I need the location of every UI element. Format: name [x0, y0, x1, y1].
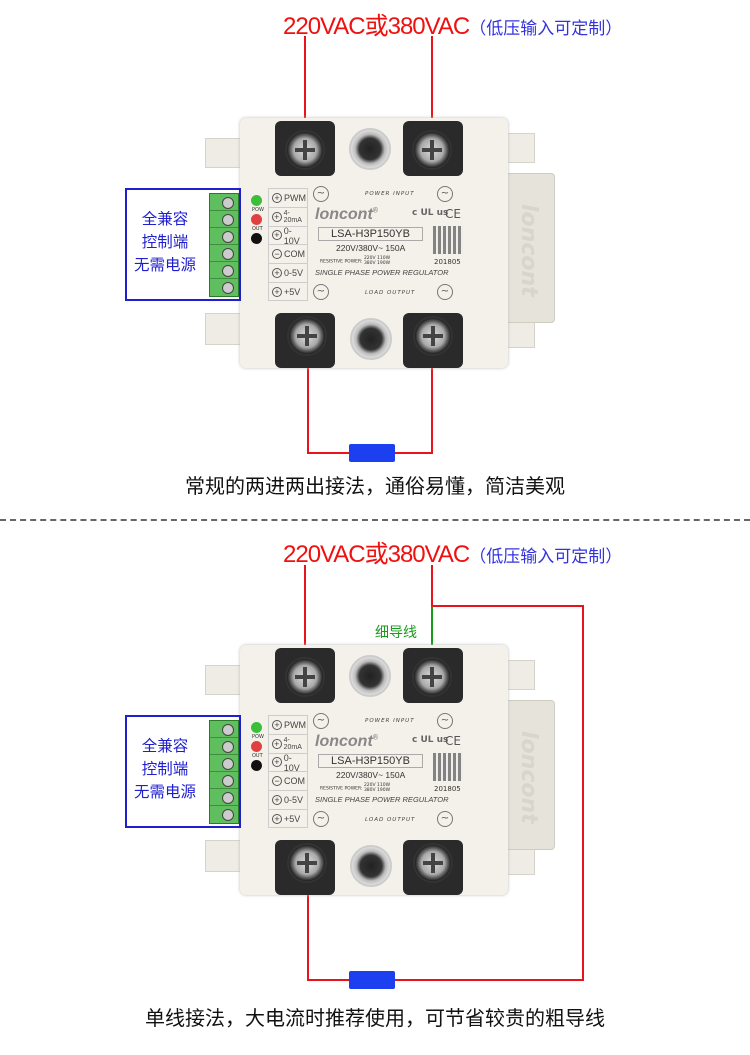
pin-4-20ma: +4-20mA [269, 735, 307, 754]
rating: 220V/380V~ 150A [336, 243, 406, 253]
model-number: LSA-H3P150YB [318, 227, 423, 241]
supply-voltage-title: 220VAC或380VAC（低压输入可定制） [283, 13, 623, 40]
potentiometer [251, 760, 262, 771]
ac-symbol-icon: ~ [437, 186, 453, 202]
input-terminal-screw-l2 [412, 657, 452, 697]
model-number: LSA-H3P150YB [318, 754, 423, 768]
heatsink-side: loncont [505, 700, 555, 850]
load [349, 444, 395, 462]
ce-mark: CE [445, 207, 461, 221]
pin-4-20ma: +4-20mA [269, 208, 307, 227]
line-wire-l2 [431, 565, 433, 605]
pin-com: −COM [269, 245, 307, 265]
potentiometer [251, 233, 262, 244]
rating: 220V/380V~ 150A [336, 770, 406, 780]
control-terminal-callout: 全兼容控制端无需电源 [125, 715, 241, 828]
power-input-label: POWER INPUT [365, 718, 415, 724]
out-led-label: OUT [252, 753, 263, 759]
power-regulator: loncont POW OUT +PWM +4-20mA +0-10V −COM… [125, 645, 560, 895]
load-output-label: LOAD OUTPUT [365, 817, 416, 823]
divider [0, 519, 750, 521]
mounting-hole [350, 845, 392, 887]
pin-0-10v: +0-10V [269, 226, 307, 246]
control-pin-legend: +PWM +4-20mA +0-10V −COM +0-5V ++5V [268, 188, 308, 301]
date-code: 201805 [434, 785, 461, 793]
ac-symbol-icon: ~ [437, 713, 453, 729]
load-wire-bottom [307, 979, 584, 981]
panel-single-wire: 220VAC或380VAC（低压输入可定制） loncont POW OUT +… [0, 527, 750, 1047]
pow-led [251, 195, 262, 206]
pin-0-10v: +0-10V [269, 753, 307, 773]
ac-symbol-icon: ~ [313, 713, 329, 729]
caption: 单线接法，大电流时推荐使用，可节省较贵的粗导线 [145, 1006, 605, 1030]
line-wire-l1 [304, 565, 306, 660]
thin-wire-label: 细导线 [375, 625, 417, 641]
load-wire-t1 [307, 350, 309, 453]
ul-mark: c UL us [412, 735, 449, 745]
pin-0-5v: +0-5V [269, 791, 307, 810]
green-terminal-block [209, 720, 239, 824]
date-code: 201805 [434, 258, 461, 266]
panel-standard-wiring: 220VAC或380VAC（低压输入可定制） loncont POW OUT +… [0, 0, 750, 520]
pin-pwm: +PWM [269, 716, 307, 735]
pin-com: −COM [269, 772, 307, 792]
power-regulator: loncont POW OUT +PWM +4-20mA +0-10V −COM… [125, 118, 560, 368]
heatsink-side: loncont [505, 173, 555, 323]
pow-led-label: POW [252, 207, 264, 213]
bypass-wire-right [582, 605, 584, 981]
control-callout-text: 全兼容控制端无需电源 [133, 737, 196, 801]
power-input-label: POWER INPUT [365, 191, 415, 197]
output-terminal-screw-t1 [287, 316, 327, 356]
ac-symbol-icon: ~ [313, 811, 329, 827]
load-wire-t1 [307, 877, 309, 981]
pin-pwm: +PWM [269, 189, 307, 208]
product-subtitle: SINGLE PHASE POWER REGULATOR [315, 795, 449, 804]
line-wire-l1 [304, 36, 306, 131]
load [349, 971, 395, 989]
load-wire-t2 [431, 350, 433, 453]
out-led [251, 214, 262, 225]
pin-5v: ++5V [269, 810, 307, 829]
load-output-label: LOAD OUTPUT [365, 290, 416, 296]
mounting-hole [349, 128, 391, 170]
control-pin-legend: +PWM +4-20mA +0-10V −COM +0-5V ++5V [268, 715, 308, 828]
pow-led-label: POW [252, 734, 264, 740]
ac-symbol-icon: ~ [313, 186, 329, 202]
ul-mark: c UL us [412, 208, 449, 218]
ac-symbol-icon: ~ [313, 284, 329, 300]
input-terminal-screw-l2 [412, 130, 452, 170]
ce-mark: CE [445, 734, 461, 748]
input-terminal-screw-l1 [285, 130, 325, 170]
control-callout-text: 全兼容控制端无需电源 [133, 210, 196, 274]
ac-symbol-icon: ~ [437, 284, 453, 300]
pow-led [251, 722, 262, 733]
out-led-label: OUT [252, 226, 263, 232]
pin-5v: ++5V [269, 283, 307, 302]
pin-0-5v: +0-5V [269, 264, 307, 283]
brand-logo: loncont® [315, 206, 378, 223]
output-terminal-screw-t2 [413, 316, 453, 356]
control-terminal-callout: 全兼容控制端无需电源 [125, 188, 241, 301]
bypass-wire-top [431, 605, 583, 607]
out-led [251, 741, 262, 752]
qr-code [433, 753, 463, 781]
output-terminal-screw-t1 [287, 843, 327, 883]
caption: 常规的两进两出接法，通俗易懂，简洁美观 [185, 474, 565, 498]
side-brand: loncont [516, 204, 541, 297]
product-subtitle: SINGLE PHASE POWER REGULATOR [315, 268, 449, 277]
mounting-hole [350, 318, 392, 360]
input-terminal-screw-l1 [285, 657, 325, 697]
qr-code [433, 226, 463, 254]
line-wire-l2 [431, 36, 433, 131]
supply-voltage-title: 220VAC或380VAC（低压输入可定制） [283, 541, 623, 568]
side-brand: loncont [516, 731, 541, 824]
green-terminal-block [209, 193, 239, 297]
thin-wire [431, 605, 433, 660]
brand-logo: loncont® [315, 733, 378, 750]
output-terminal-screw-t2 [413, 843, 453, 883]
mounting-hole [349, 655, 391, 697]
ac-symbol-icon: ~ [437, 811, 453, 827]
